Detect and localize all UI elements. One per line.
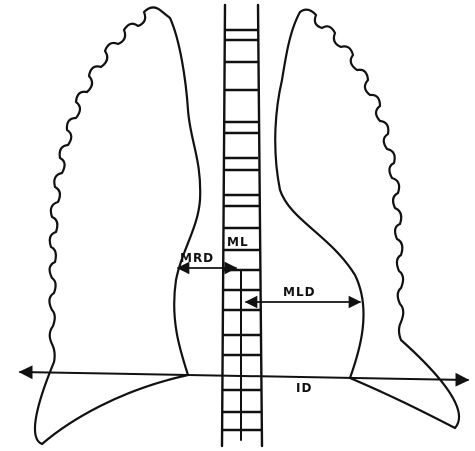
right-lung-outline <box>35 7 200 444</box>
ml-label: ML <box>227 235 249 249</box>
mrd-label: MRD <box>180 251 214 265</box>
spine-left-border <box>222 5 225 446</box>
mld-label: MLD <box>283 285 316 299</box>
spine-right-border <box>258 5 262 446</box>
left-lung-outline <box>275 10 459 428</box>
id-label: ID <box>296 381 312 395</box>
id-arrow <box>20 372 468 380</box>
